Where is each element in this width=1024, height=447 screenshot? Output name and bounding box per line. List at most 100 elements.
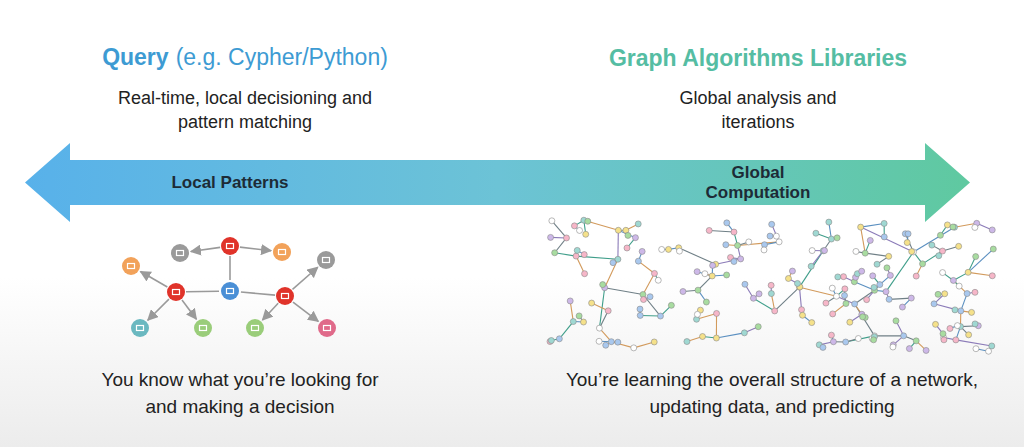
network-node	[581, 319, 587, 325]
network-node	[755, 324, 761, 330]
network-node	[950, 224, 956, 230]
column-subtitle: Global analysis and iterations	[678, 86, 838, 134]
network-node	[909, 249, 915, 255]
network-node	[585, 218, 591, 224]
network-node	[750, 295, 756, 301]
network-node	[702, 271, 708, 277]
network-link	[855, 304, 875, 336]
network-node	[731, 259, 737, 265]
graph-node	[276, 287, 294, 305]
network-node	[647, 294, 653, 300]
network-node	[904, 240, 910, 246]
column-caption: You know what you’re looking for and mak…	[94, 366, 386, 420]
network-node	[972, 224, 978, 230]
node-icon	[200, 326, 207, 331]
network-link	[643, 273, 654, 294]
network-node	[937, 232, 943, 238]
network-node	[582, 271, 588, 277]
network-node	[694, 311, 700, 317]
network-node	[706, 227, 712, 233]
network-node	[883, 289, 889, 295]
network-node	[881, 234, 887, 240]
network-node	[842, 293, 848, 299]
network-node	[746, 239, 752, 245]
node-icon	[282, 294, 289, 299]
network-link	[552, 221, 567, 238]
network-node	[735, 242, 741, 248]
network-node	[655, 277, 661, 283]
network-node	[596, 325, 602, 331]
network-node	[835, 274, 841, 280]
network-node	[665, 246, 671, 252]
network-node	[936, 253, 942, 259]
node-icon	[279, 250, 286, 255]
column-title: Graph Algorithms Libraries	[548, 44, 968, 72]
graph-node	[171, 244, 189, 262]
double-arrow-shape	[25, 143, 970, 222]
network-link	[799, 251, 823, 287]
network-node	[789, 268, 795, 274]
network-link	[605, 288, 643, 295]
network-link	[846, 336, 875, 342]
network-node	[570, 319, 576, 325]
network-node	[884, 265, 890, 271]
network-node	[941, 337, 947, 343]
network-link	[775, 287, 800, 311]
network-node	[637, 306, 643, 312]
network-node	[581, 252, 587, 258]
graph-link	[229, 256, 231, 280]
graph-node	[246, 319, 264, 337]
network-node	[913, 273, 919, 279]
network-node	[794, 280, 800, 286]
network-link	[753, 298, 774, 311]
network-node	[931, 301, 937, 307]
graph-node	[221, 282, 239, 300]
graph-link	[186, 290, 219, 292]
network-node	[823, 300, 829, 306]
network-node	[713, 335, 719, 341]
network-node	[651, 270, 657, 276]
network-link	[886, 252, 913, 292]
network-node	[877, 282, 883, 288]
network-node	[676, 248, 682, 254]
network-node	[833, 293, 839, 299]
network-node	[610, 260, 616, 266]
network-node	[942, 291, 948, 297]
network-link	[956, 340, 992, 346]
network-link	[861, 223, 885, 227]
network-node	[738, 256, 744, 262]
network-node	[965, 269, 971, 275]
network-node	[953, 337, 959, 343]
network-node	[768, 291, 774, 297]
node-icon	[128, 264, 135, 269]
network-node	[576, 313, 582, 319]
node-icon	[173, 290, 180, 295]
network-node	[864, 297, 870, 303]
network-node	[986, 348, 992, 354]
network-node	[828, 236, 834, 242]
network-node	[843, 339, 849, 345]
network-link	[889, 298, 911, 299]
network-node	[830, 339, 836, 345]
network-node	[773, 233, 779, 239]
network-node	[890, 344, 896, 350]
network-node	[615, 227, 621, 233]
network-node	[635, 258, 641, 264]
node-icon	[252, 326, 259, 331]
network-node	[605, 308, 611, 314]
network-node	[852, 301, 858, 307]
network-node	[709, 273, 715, 279]
network-node	[969, 309, 975, 315]
network-node	[761, 247, 767, 253]
network-node	[657, 313, 663, 319]
network-illustration	[547, 217, 996, 354]
graph-link	[293, 267, 318, 289]
network-node	[843, 301, 849, 307]
network-node	[871, 337, 877, 343]
network-node	[893, 318, 899, 324]
network-node	[767, 233, 773, 239]
spectrum-arrow: Local PatternsGlobal Computation	[25, 143, 970, 222]
network-node	[935, 291, 941, 297]
network-link	[679, 248, 716, 264]
